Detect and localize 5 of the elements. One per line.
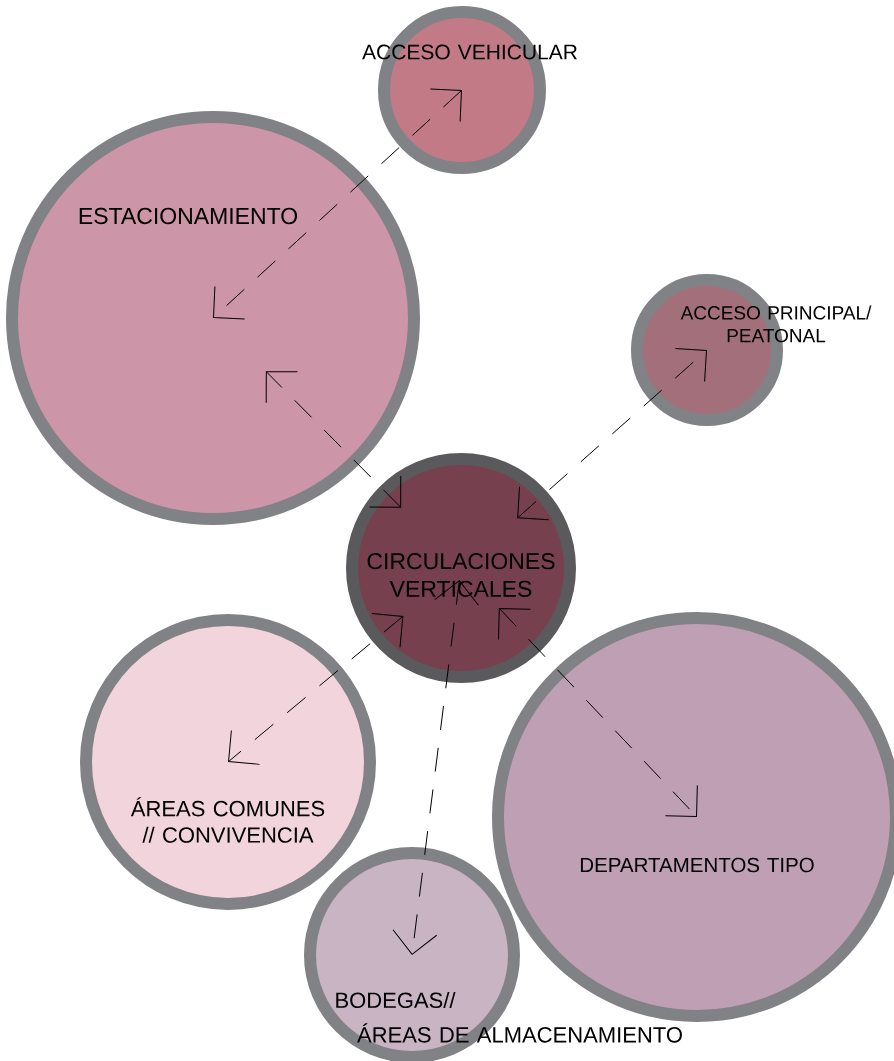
arrow — [213, 88, 462, 320]
node-label: ESTACIONAMIENTO — [79, 207, 298, 225]
arrow — [517, 348, 707, 521]
arrow — [265, 371, 402, 508]
arrow — [392, 580, 479, 955]
